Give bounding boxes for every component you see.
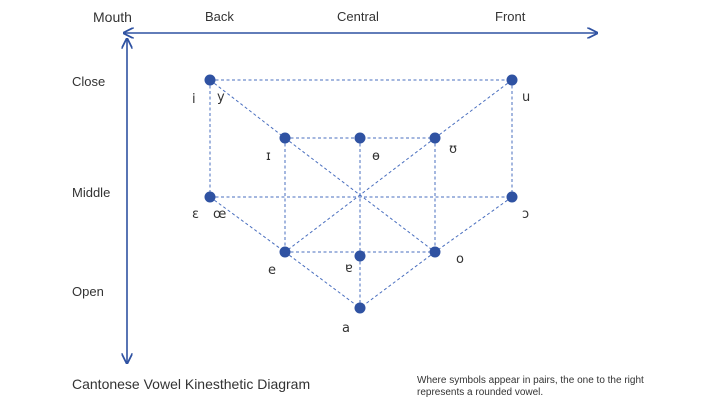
vowel-point-e	[279, 246, 291, 258]
axis-label-front: Front	[495, 9, 526, 24]
axis-label-middle: Middle	[72, 185, 111, 200]
grid-line-e-a	[284, 251, 361, 309]
vowel-point-ʊ	[429, 132, 441, 144]
grid-line-ɔ-o	[434, 196, 513, 253]
vowel-symbol-ʊ: ʊ	[449, 142, 457, 157]
vowel-symbol-e: e	[268, 263, 276, 278]
vowel-point-ɵ	[354, 132, 366, 144]
vowel-point-ɐ	[354, 250, 366, 262]
vowel-symbol-ɐ: ɐ	[345, 261, 353, 276]
vowel-point-i-y	[204, 74, 216, 86]
grid-line-i-y-ɪ	[209, 79, 286, 139]
grid-line-o-a	[359, 251, 436, 309]
vowel-symbol-u: u	[522, 90, 530, 105]
vowel-symbol-ɔ: ɔ	[522, 207, 529, 222]
axis-label-close: Close	[72, 74, 106, 89]
vowel-symbol-o: o	[456, 252, 464, 267]
vowel-symbol-œ: œ	[213, 207, 226, 222]
axis-label-back: Back	[205, 9, 234, 24]
grid-line-u-ʊ	[434, 79, 513, 139]
vowel-symbol-y: y	[217, 90, 225, 105]
vowel-point-u	[506, 74, 518, 86]
rounding-note: Where symbols appear in pairs, the one t…	[417, 375, 644, 398]
vowel-point-ɛ-œ	[204, 191, 216, 203]
vowel-symbol-ɪ: ɪ	[266, 149, 271, 164]
grid-lines	[209, 79, 513, 309]
vowel-points	[204, 74, 518, 314]
vowel-symbol-i: i	[192, 92, 196, 107]
vowel-point-ɔ	[506, 191, 518, 203]
axis-label-open: Open	[72, 284, 104, 299]
vowel-point-ɪ	[279, 132, 291, 144]
vowel-symbol-ɵ: ɵ	[372, 149, 380, 164]
axes	[125, 33, 596, 362]
grid-line-ʊ-e	[284, 137, 436, 253]
axis-label-central: Central	[337, 9, 379, 24]
vowel-point-a	[354, 302, 366, 314]
vowel-symbol-a: a	[342, 321, 350, 336]
vowel-symbol-ɛ: ɛ	[192, 207, 199, 222]
vowel-point-o	[429, 246, 441, 258]
axis-label-mouth: Mouth	[93, 9, 132, 25]
grid-line-ɛ-œ-e	[209, 196, 286, 253]
diagram-title: Cantonese Vowel Kinesthetic Diagram	[72, 376, 311, 392]
